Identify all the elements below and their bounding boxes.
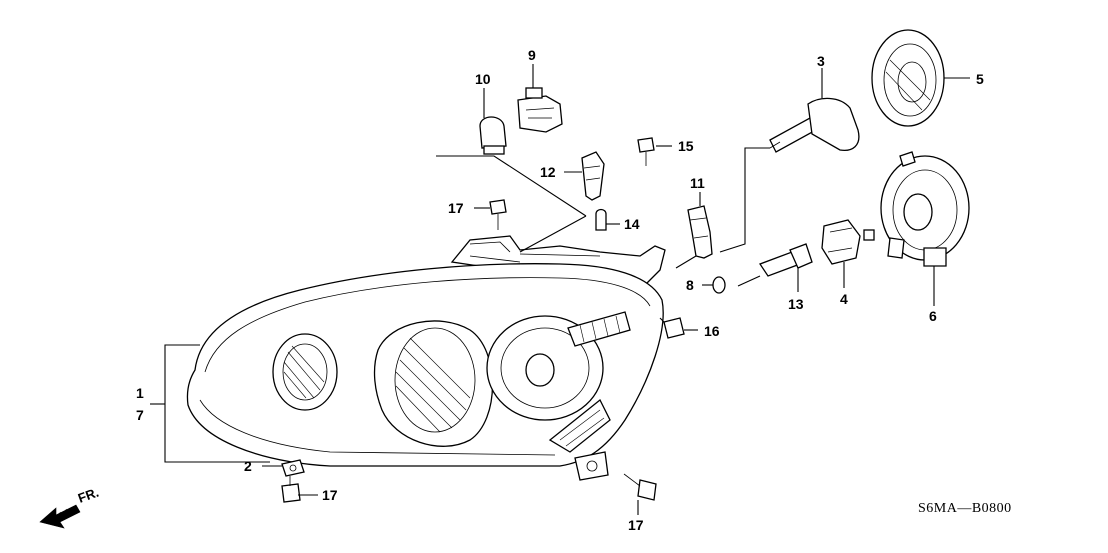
bulb-10	[479, 116, 507, 155]
callout-1: 1	[136, 385, 144, 401]
callout-13: 13	[788, 296, 804, 312]
callout-14: 14	[624, 216, 640, 232]
callout-5: 5	[976, 71, 984, 87]
clip-nut-2	[281, 459, 305, 477]
bulb-8	[712, 276, 726, 294]
callout-8: 8	[686, 277, 694, 293]
callout-3: 3	[817, 53, 825, 69]
rear-cover-6	[880, 151, 970, 267]
leader-lines	[150, 64, 970, 515]
callout-4: 4	[840, 291, 848, 307]
bolt-17-bottom-left	[281, 476, 301, 503]
dust-cover-5	[871, 29, 945, 127]
callout-17-top: 17	[448, 200, 464, 216]
bolt-17-top	[489, 199, 507, 230]
callout-16: 16	[704, 323, 720, 339]
socket-11	[687, 205, 713, 259]
front-direction-label: FR.	[76, 485, 101, 506]
diagram-code: S6MA—B0800	[918, 501, 1012, 516]
callout-11: 11	[690, 175, 705, 191]
bulb-3	[769, 97, 860, 153]
callout-10: 10	[475, 71, 491, 87]
callout-15: 15	[678, 138, 694, 154]
headlight-housing	[186, 235, 666, 481]
callout-6: 6	[929, 308, 937, 324]
callout-17-bottom-right: 17	[628, 517, 644, 533]
callout-2: 2	[244, 458, 252, 474]
bulb-13	[759, 243, 813, 277]
bolt-17-bottom-right	[623, 473, 657, 501]
callout-17-bottom-left: 17	[322, 487, 338, 503]
callout-12: 12	[540, 164, 556, 180]
socket-12	[581, 151, 605, 201]
front-direction-arrow	[39, 504, 81, 529]
socket-4	[821, 219, 875, 265]
bulb-14	[595, 208, 607, 231]
callout-7: 7	[136, 407, 144, 423]
callout-9: 9	[528, 47, 536, 63]
screw-15	[637, 137, 655, 166]
socket-9	[517, 87, 563, 133]
clip-nut-16	[663, 317, 685, 339]
